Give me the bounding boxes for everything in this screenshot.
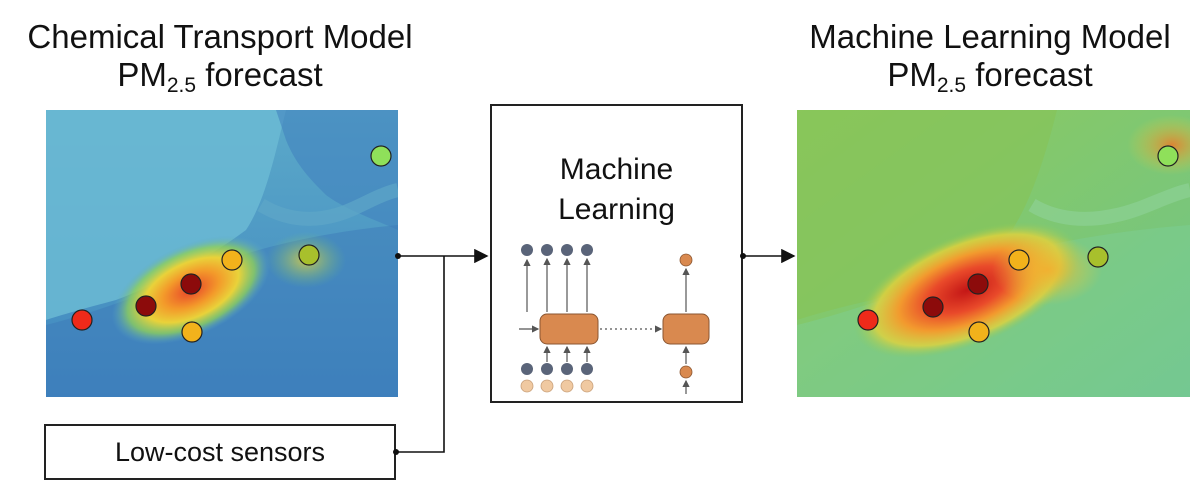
ml-box-label-line2: Learning xyxy=(558,193,675,226)
ml-pm-subscript: 2.5 xyxy=(936,74,967,97)
decoder-output-node xyxy=(679,253,693,267)
ml-title-line2: PM2.5 forecast xyxy=(780,56,1200,105)
ml-model-title: Machine Learning Model PM2.5 forecast xyxy=(780,18,1200,105)
ml-box-label-line1: Machine xyxy=(559,153,674,186)
sensor-marker xyxy=(1087,246,1109,268)
sensor-marker xyxy=(1008,249,1030,271)
low-cost-sensors-label: Low-cost sensors xyxy=(114,436,326,467)
sensors-to-ml-line xyxy=(396,256,445,453)
sensor-marker xyxy=(298,244,320,266)
sensor-marker xyxy=(968,321,990,343)
output-nodes xyxy=(521,244,593,256)
sensor-marker xyxy=(922,296,944,318)
sensor-marker xyxy=(221,249,243,271)
input-nodes xyxy=(520,363,594,393)
ml-pm: PM xyxy=(887,56,937,93)
sensor-marker xyxy=(180,273,202,295)
decoder-block xyxy=(662,313,710,345)
ctm-title-line2: PM2.5 forecast xyxy=(0,56,440,105)
sensor-marker xyxy=(967,273,989,295)
ctm-title: Chemical Transport Model PM2.5 forecast xyxy=(0,18,440,105)
sensor-marker xyxy=(370,145,392,167)
ml-forecast: forecast xyxy=(966,56,1093,93)
ctm-pm-subscript: 2.5 xyxy=(166,74,197,97)
encoder-block xyxy=(539,313,599,345)
sensor-marker xyxy=(181,321,203,343)
ctm-forecast: forecast xyxy=(196,56,323,93)
decoder-input-node xyxy=(679,365,693,379)
ctm-title-line1: Chemical Transport Model xyxy=(27,18,413,55)
ctm-forecast-map xyxy=(46,110,398,397)
ctm-pm: PM xyxy=(117,56,167,93)
neural-network-diagram xyxy=(519,244,710,394)
machine-learning-box: Machine Learning xyxy=(490,104,743,403)
sensor-marker xyxy=(857,309,879,331)
sensor-marker xyxy=(135,295,157,317)
ml-box-label: Machine Learning xyxy=(492,150,741,230)
sensor-marker xyxy=(1157,145,1179,167)
low-cost-sensors-box: Low-cost sensors xyxy=(44,424,396,480)
ml-forecast-map xyxy=(797,110,1190,397)
ml-title-line1: Machine Learning Model xyxy=(809,18,1171,55)
sensor-marker xyxy=(71,309,93,331)
